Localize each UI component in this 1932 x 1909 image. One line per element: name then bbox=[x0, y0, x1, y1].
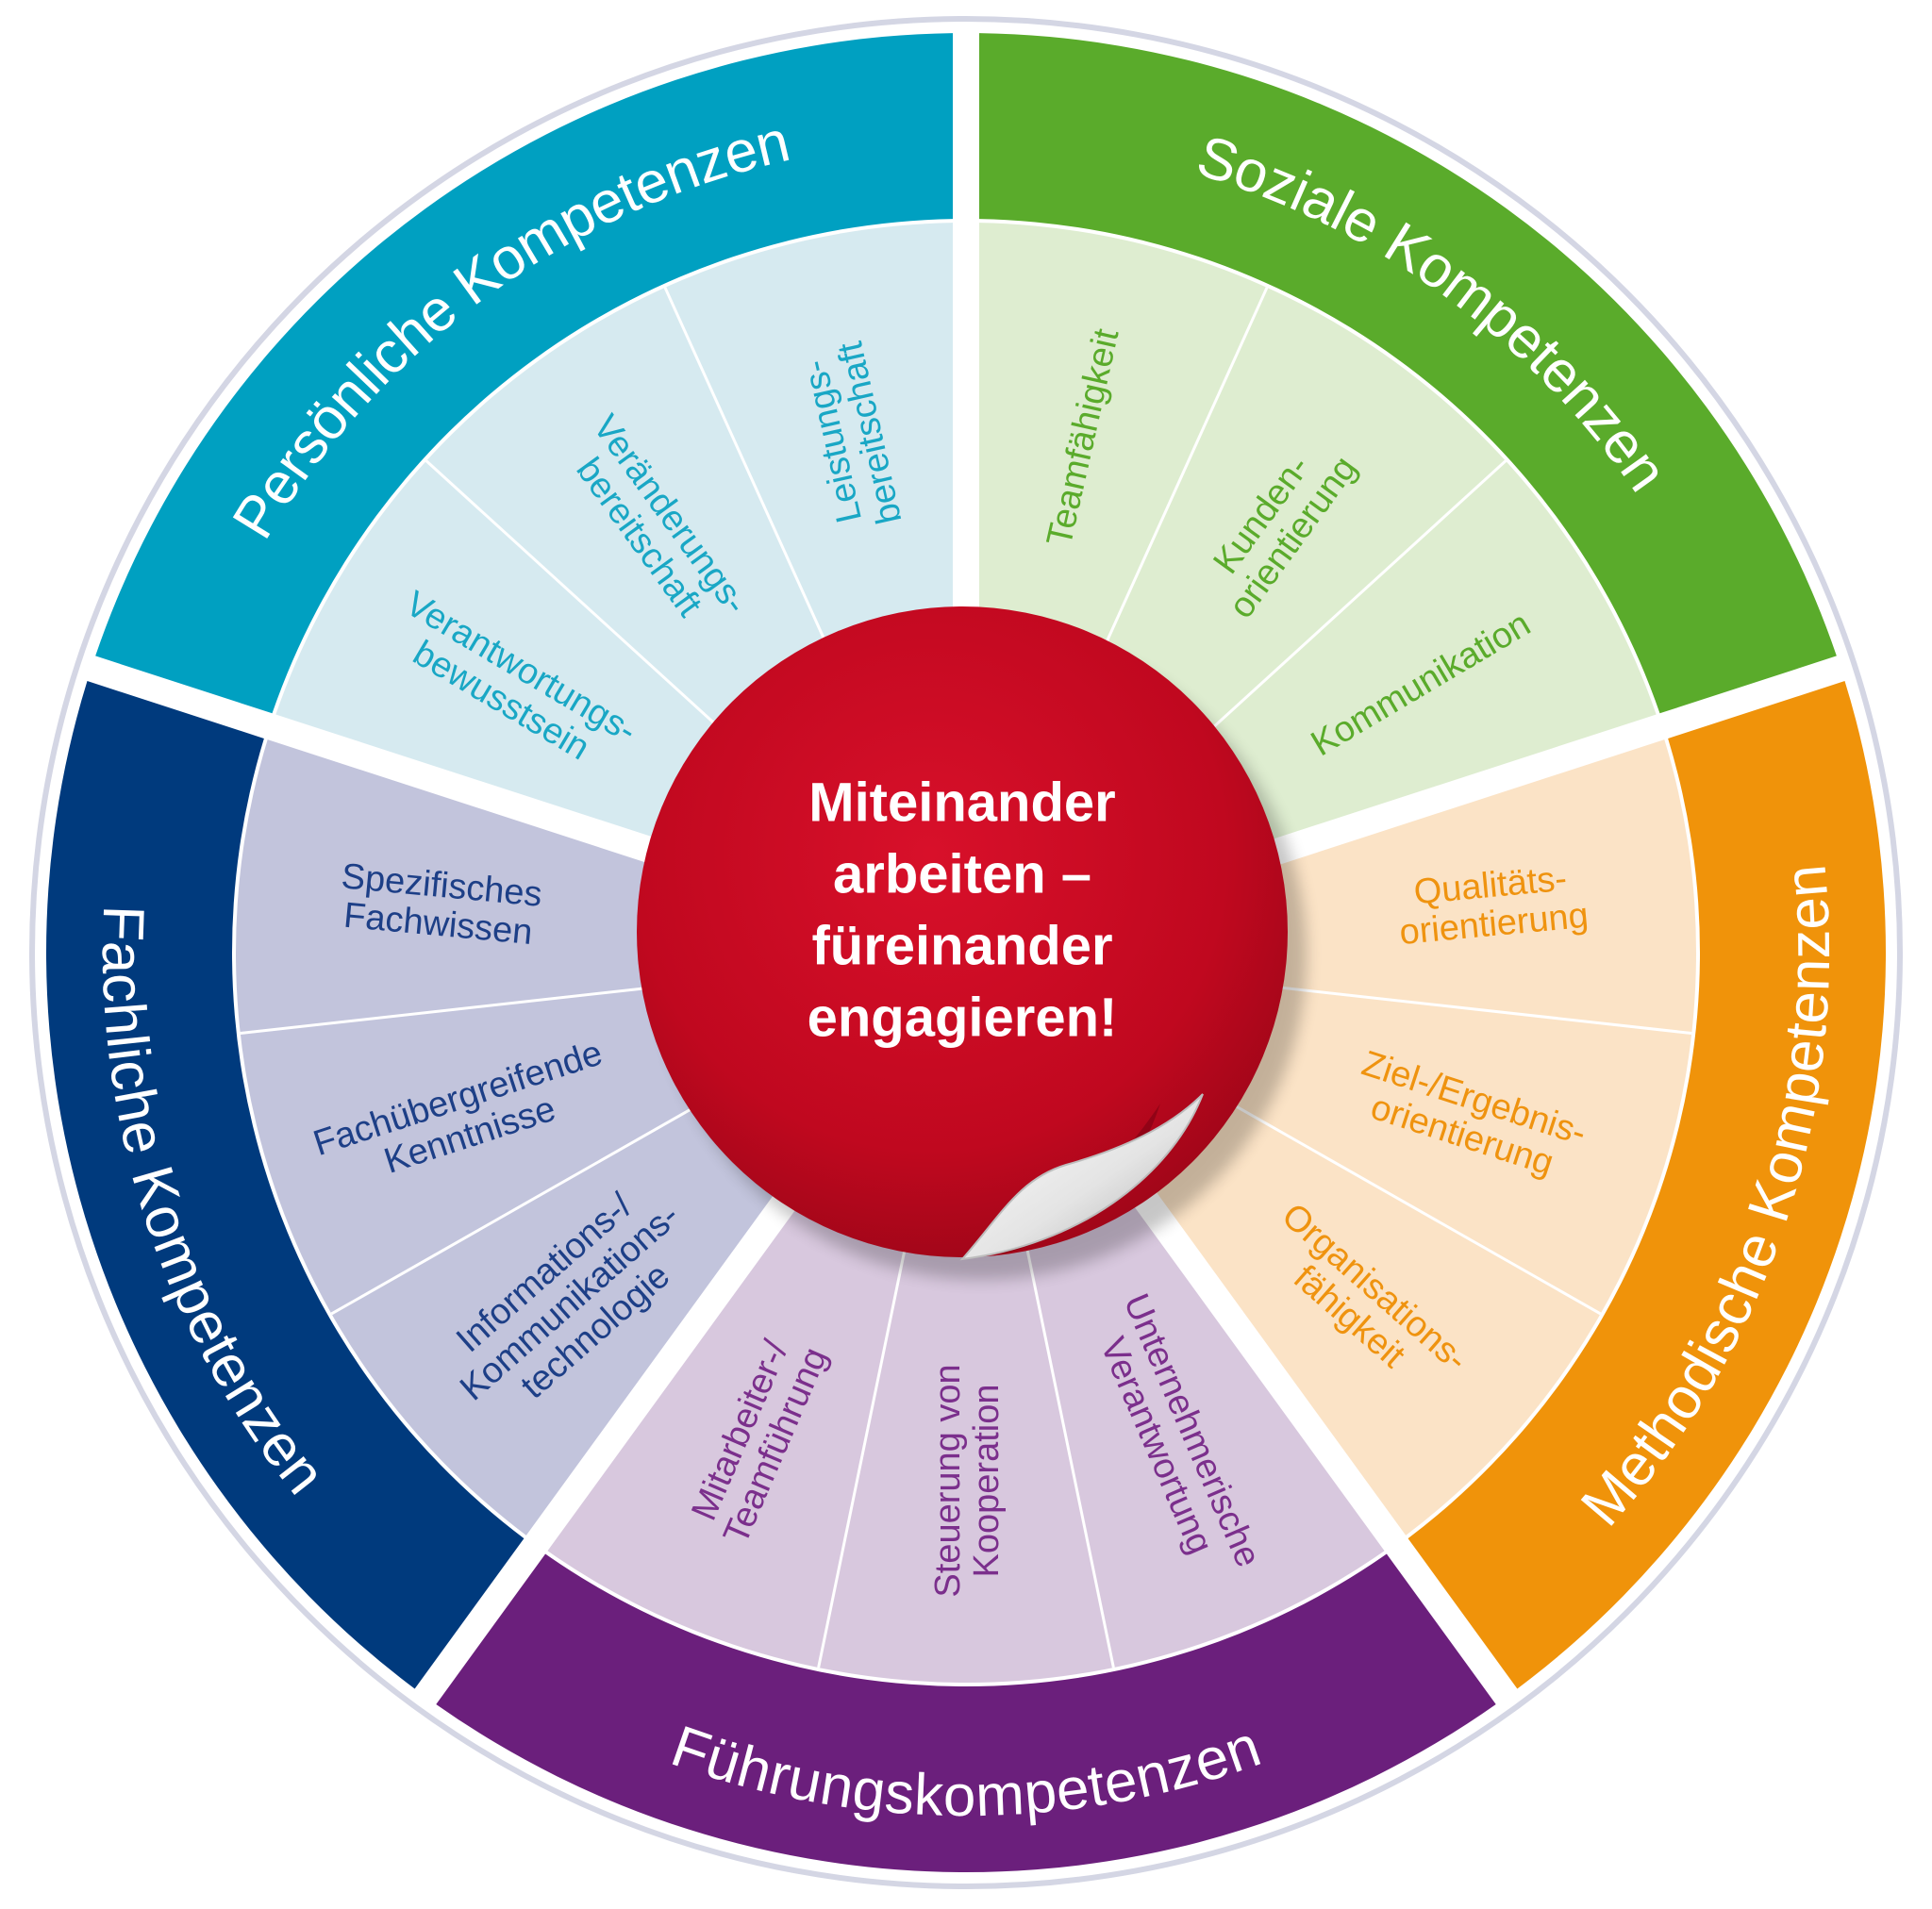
sticker-curl bbox=[959, 1093, 1204, 1261]
center-slogan-line: engagieren! bbox=[808, 987, 1118, 1048]
center-slogan-line: füreinander bbox=[811, 915, 1112, 976]
center-slogan-line: arbeiten – bbox=[833, 843, 1091, 905]
segment-inner-band bbox=[547, 1188, 1385, 1683]
item-divider bbox=[1025, 1248, 1115, 1668]
item-divider bbox=[240, 984, 667, 1036]
segment-outer-band bbox=[45, 681, 525, 1689]
center-badge: Miteinander arbeiten – füreinander engagier… bbox=[637, 606, 1307, 1280]
segment-outer-band bbox=[95, 33, 954, 714]
item-divider bbox=[663, 287, 843, 679]
competency-item-line: Steuerung von bbox=[928, 1364, 968, 1597]
segment-outer-band bbox=[436, 1553, 1496, 1872]
item-divider bbox=[330, 1101, 705, 1316]
center-circle bbox=[637, 606, 1288, 1257]
item-divider bbox=[425, 459, 744, 751]
competency-item-line: Kooperation bbox=[967, 1385, 1007, 1578]
item-divider bbox=[1089, 287, 1269, 679]
item-divider bbox=[1227, 1101, 1602, 1316]
segment-fuehrung: FührungskompetenzenUnternehmerischeVeran… bbox=[436, 1188, 1496, 1872]
segment-outer-band bbox=[1407, 681, 1886, 1689]
segment-persoenliche: Persönliche KompetenzenVerantwortungs-be… bbox=[95, 33, 954, 854]
item-divider bbox=[817, 1248, 907, 1668]
segment-outer-band bbox=[978, 33, 1837, 714]
center-slogan-line: Miteinander bbox=[808, 772, 1116, 833]
item-divider bbox=[1188, 459, 1507, 751]
item-divider bbox=[1265, 984, 1692, 1036]
competency-item: Steuerung vonKooperation bbox=[928, 1364, 1007, 1597]
